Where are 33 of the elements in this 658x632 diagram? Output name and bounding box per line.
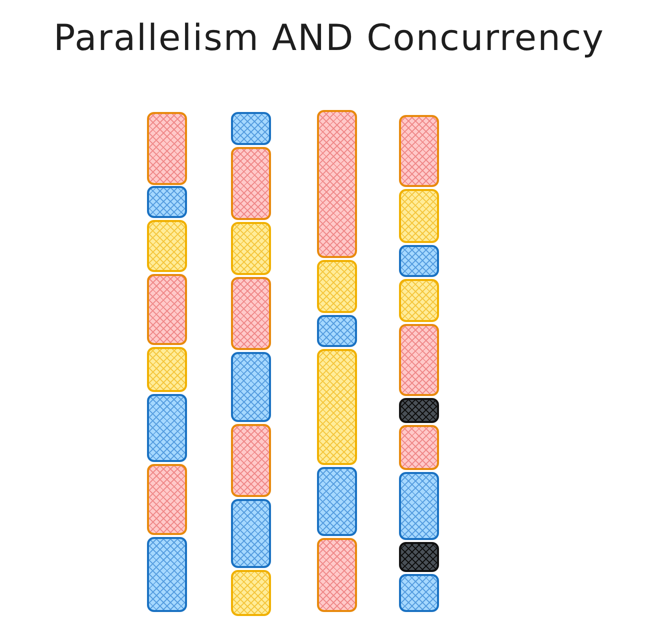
task-block — [231, 424, 271, 497]
task-block — [231, 570, 271, 616]
task-block — [231, 147, 271, 220]
task-block — [399, 279, 439, 322]
task-block — [317, 538, 357, 612]
diagram-title: Parallelism AND Concurrency — [52, 18, 606, 59]
task-block — [399, 542, 439, 572]
task-block — [399, 324, 439, 396]
task-block — [147, 537, 187, 612]
task-block — [399, 425, 439, 470]
task-block — [317, 315, 357, 347]
task-block — [147, 220, 187, 272]
task-block — [399, 115, 439, 187]
task-block — [147, 112, 187, 185]
task-block — [231, 222, 271, 275]
task-block — [317, 110, 357, 258]
task-block — [147, 464, 187, 535]
task-block — [317, 260, 357, 313]
task-block — [399, 245, 439, 277]
task-block — [231, 352, 271, 422]
task-block — [317, 467, 357, 536]
task-block — [399, 472, 439, 540]
task-block — [147, 274, 187, 345]
task-block — [147, 186, 187, 218]
task-block — [231, 112, 271, 145]
task-block — [399, 189, 439, 243]
task-block — [399, 398, 439, 423]
task-block — [147, 394, 187, 462]
task-block — [317, 349, 357, 465]
task-block — [231, 499, 271, 568]
task-block — [147, 347, 187, 392]
task-block — [399, 574, 439, 612]
task-block — [231, 277, 271, 350]
